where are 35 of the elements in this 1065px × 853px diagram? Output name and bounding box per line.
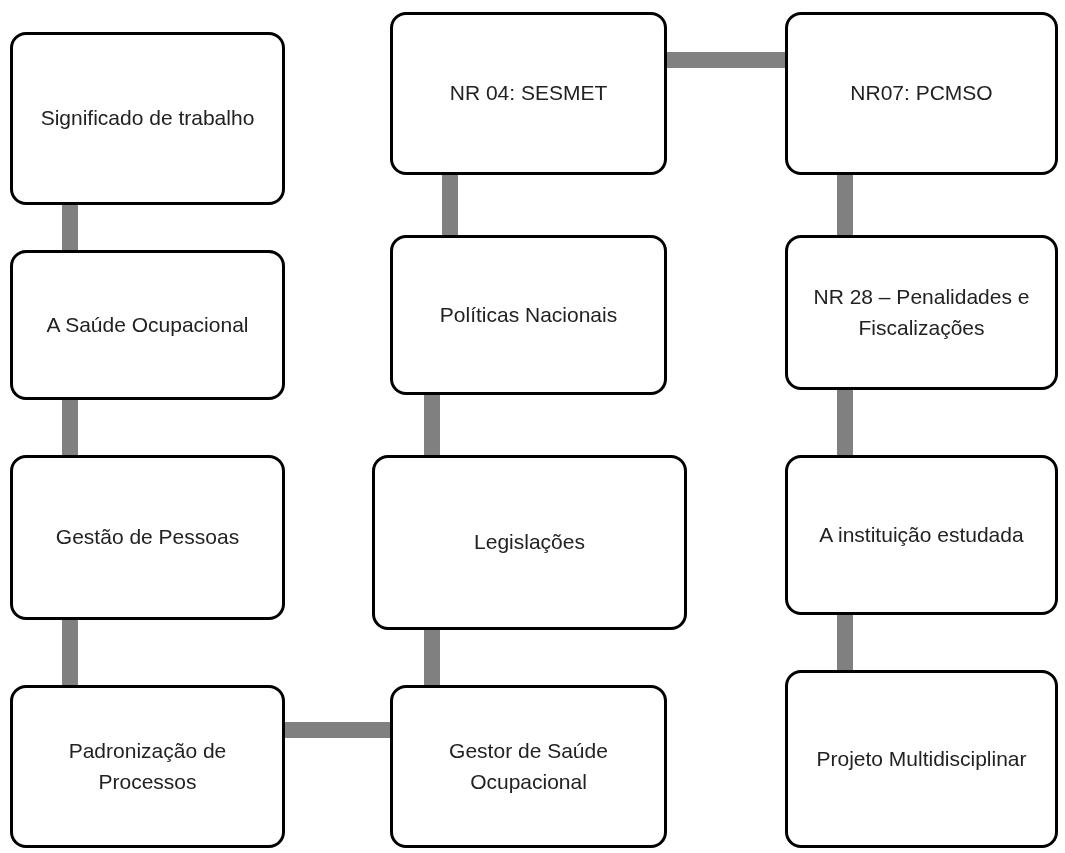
connector-bar [424,630,440,685]
topic-label: Gestão de Pessoas [55,524,240,551]
topic-box [390,235,667,395]
topic-label: NR 04: SESMET [449,80,608,107]
topic-label: Padronização de Processos [67,738,228,795]
topic-label: Políticas Nacionais [439,301,618,328]
connector-bar [62,620,78,685]
connector-bar [442,175,458,235]
connector-bar [62,205,78,250]
topic-label: NR07: PCMSO [850,80,993,107]
topic-box [785,455,1058,615]
topic-label: Significado de trabalho [40,105,255,132]
topic-box [10,250,285,400]
connector-bar [837,175,853,235]
topic-label: A instituição estudada [819,521,1024,548]
connector-bar [667,52,785,68]
topic-label: Legislações [474,529,585,556]
topic-box [10,685,285,848]
topic-box [785,235,1058,390]
connector-bar [424,395,440,455]
topic-box [390,12,667,175]
topic-label: A Saúde Ocupacional [46,311,249,338]
connector-bar [837,390,853,455]
topic-box [10,32,285,205]
connector-bar [837,615,853,670]
topic-box [372,455,687,630]
topic-box [10,455,285,620]
topic-label: Gestor de Saúde Ocupacional [448,738,609,795]
connector-bar [285,722,390,738]
topic-box [785,12,1058,175]
topic-box [785,670,1058,848]
topic-box [390,685,667,848]
connector-bar [62,400,78,455]
topic-label: NR 28 – Penalidades e Fiscalizações [812,284,1031,341]
topic-label: Projeto Multidisciplinar [816,745,1027,772]
